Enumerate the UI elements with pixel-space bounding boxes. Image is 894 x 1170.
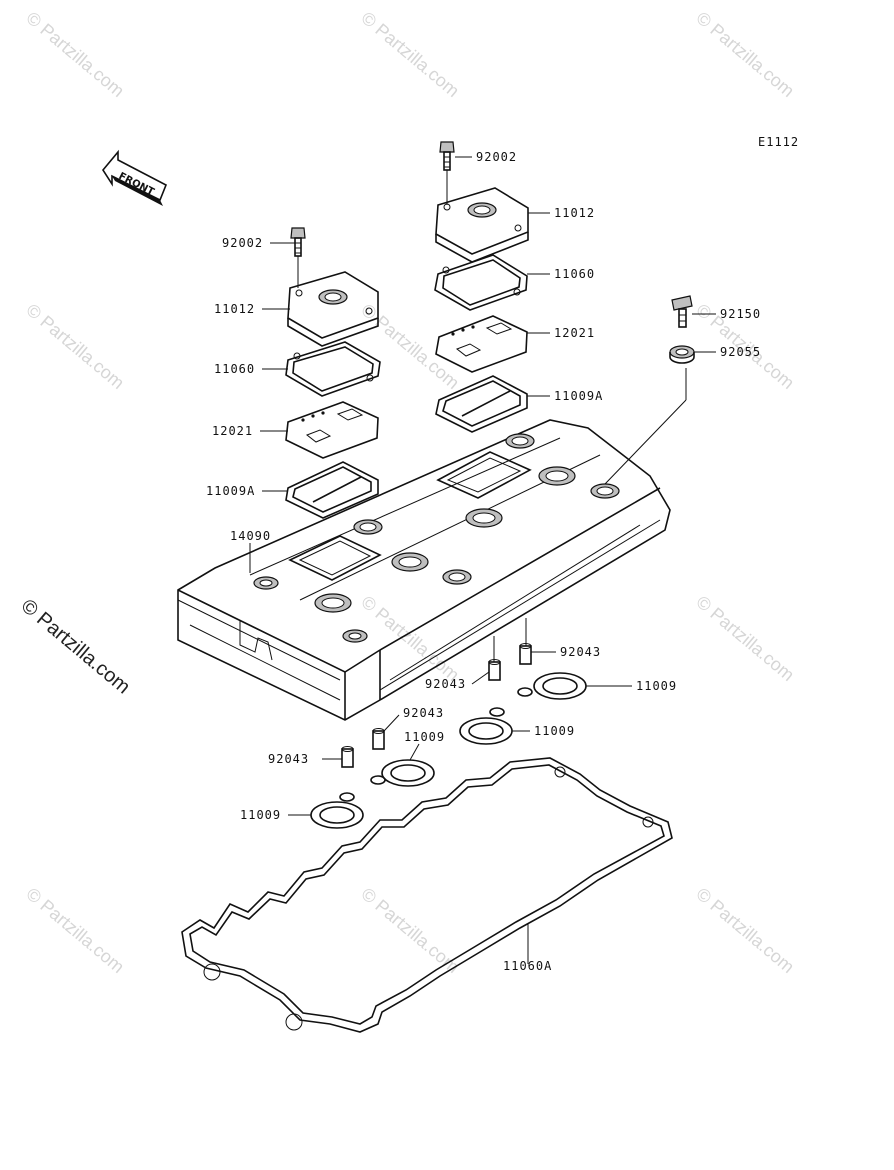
front-arrow-icon: FRONT xyxy=(102,149,168,206)
watermark: © Partzilla.com xyxy=(357,8,463,101)
callout-11009-a: 11009 xyxy=(636,679,677,693)
gasket-11009A-left xyxy=(285,461,379,519)
callout-12021-left: 12021 xyxy=(212,424,253,438)
head-cover-gasket-11060A xyxy=(181,757,673,1033)
callout-92055: 92055 xyxy=(720,345,761,359)
callout-11012-right: 11012 xyxy=(554,206,595,220)
callout-11009A-right: 11009A xyxy=(554,389,603,403)
callout-11060-left: 11060 xyxy=(214,362,255,376)
callout-92043-d: 92043 xyxy=(268,752,309,766)
watermark: © Partzilla.com xyxy=(692,8,798,101)
bolt-92150 xyxy=(671,295,693,328)
diagram-code: E1112 xyxy=(758,135,799,149)
callout-92043-a: 92043 xyxy=(560,645,601,659)
plate-12021-right xyxy=(435,315,528,373)
seal-11009-d xyxy=(310,792,364,829)
callout-11009-b: 11009 xyxy=(534,724,575,738)
callout-labels: 92002 11012 11060 12021 11009A 92002 110… xyxy=(206,150,761,973)
callout-11012-left: 11012 xyxy=(214,302,255,316)
callout-11009-d: 11009 xyxy=(240,808,281,822)
watermark: © Partzilla.com xyxy=(22,300,128,393)
watermark: © Partzilla.com xyxy=(22,8,128,101)
washer-92055 xyxy=(669,345,695,364)
side-watermark: © Partzilla.com xyxy=(17,595,134,698)
plate-12021-left xyxy=(285,401,379,459)
callout-11060-right: 11060 xyxy=(554,267,595,281)
callout-92150: 92150 xyxy=(720,307,761,321)
watermark: © Partzilla.com xyxy=(692,884,798,977)
dowel-92043-c xyxy=(372,728,385,750)
dowel-92043-d xyxy=(341,746,354,768)
seal-11009-b xyxy=(459,707,513,745)
cap-11012-left xyxy=(287,271,379,347)
bolt-92002-right xyxy=(439,141,455,171)
dowel-92043-b xyxy=(488,659,501,681)
callout-11009A-left: 11009A xyxy=(206,484,255,498)
callout-11060A: 11060A xyxy=(503,959,552,973)
seal-11009-a xyxy=(517,672,587,700)
leader-lines xyxy=(249,156,716,964)
cylinder-head-cover-14090 xyxy=(177,419,671,721)
callout-92002-right: 92002 xyxy=(476,150,517,164)
callout-92043-c: 92043 xyxy=(403,706,444,720)
callout-92002-left: 92002 xyxy=(222,236,263,250)
watermarks: © Partzilla.com © Partzilla.com © Partzi… xyxy=(17,8,798,977)
callout-92043-b: 92043 xyxy=(425,677,466,691)
watermark: © Partzilla.com xyxy=(692,592,798,685)
watermark: © Partzilla.com xyxy=(22,884,128,977)
cap-11012-right xyxy=(435,187,529,263)
callout-14090: 14090 xyxy=(230,529,271,543)
dowel-92043-a xyxy=(519,643,532,665)
gasket-11060-right xyxy=(434,254,528,311)
callout-11009-c: 11009 xyxy=(404,730,445,744)
bolt-92002-left xyxy=(290,227,306,257)
callout-12021-right: 12021 xyxy=(554,326,595,340)
gasket-11009A-right xyxy=(435,375,528,433)
gasket-11060-left xyxy=(285,341,381,397)
seal-11009-c xyxy=(370,759,435,787)
